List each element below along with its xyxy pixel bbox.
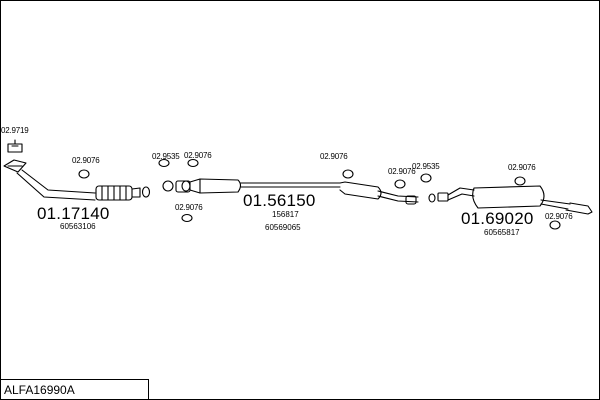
rear-silencer-number: 01.69020 xyxy=(461,209,534,228)
clamp-label-5: 02.9076 xyxy=(320,152,348,161)
clamp-label-1: 02.9076 xyxy=(72,156,100,165)
front-pipe-ref: 60563106 xyxy=(60,222,96,231)
bracket-drawing xyxy=(7,139,23,153)
front-pipe-drawing xyxy=(3,159,141,201)
rear-silencer-ref: 60565817 xyxy=(484,228,520,237)
center-pipe-number: 01.56150 xyxy=(243,191,316,210)
drawing-title: ALFA16990A xyxy=(4,383,75,397)
bracket-label: 02.9719 xyxy=(1,126,29,135)
clamp-label-4: 02.9076 xyxy=(175,203,203,212)
clamp-label-9: 02.9076 xyxy=(545,212,573,221)
title-box: ALFA16990A xyxy=(0,379,149,399)
clamp-label-7: 02.9535 xyxy=(412,162,440,171)
front-pipe-number: 01.17140 xyxy=(37,204,110,223)
center-pipe-ref-1: 156817 xyxy=(272,210,299,219)
clamp-label-2: 02.9535 xyxy=(152,152,180,161)
clamp-label-8: 02.9076 xyxy=(508,163,536,172)
center-pipe-ref-2: 60569065 xyxy=(265,223,301,232)
center-pipe-drawing xyxy=(175,169,432,205)
rear-silencer-drawing xyxy=(428,176,593,230)
clamp-label-3: 02.9076 xyxy=(184,151,212,160)
clamp-label-6: 02.9076 xyxy=(388,167,416,176)
